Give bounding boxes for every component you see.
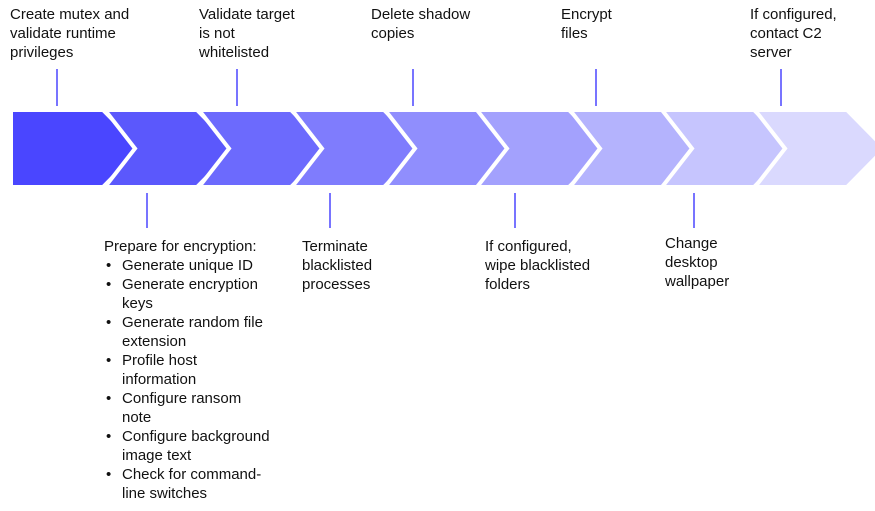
bullet-item: Generate encryption keys — [104, 275, 270, 313]
step-8-label: Change desktop wallpaper — [665, 235, 730, 290]
step-2-label: Prepare for encryption: — [104, 238, 257, 255]
bullet-item: Configure ransom note — [104, 389, 270, 427]
step-2-bullet-list: Generate unique ID Generate encryption k… — [104, 256, 270, 503]
step-4-label: Terminate blacklisted processes — [302, 238, 373, 293]
step-5-label: Delete shadow copies — [371, 6, 471, 42]
step-6-label: If configured, wipe blacklisted folders — [485, 238, 591, 293]
bullet-item: Generate random file extension — [104, 313, 270, 351]
chevron-step-9 — [750, 108, 875, 189]
bullet-item: Generate unique ID — [104, 256, 270, 275]
step-1-label: Create mutex and validate runtime privil… — [10, 6, 130, 61]
bullet-item: Configure background image text — [104, 427, 270, 465]
step-7-label: Encrypt files — [561, 6, 612, 42]
bullet-item: Profile host information — [104, 351, 270, 389]
bullet-item: Check for command- line switches — [104, 465, 270, 503]
step-9-label: If configured, contact C2 server — [750, 6, 837, 61]
step-3-label: Validate target is not whitelisted — [199, 6, 295, 61]
